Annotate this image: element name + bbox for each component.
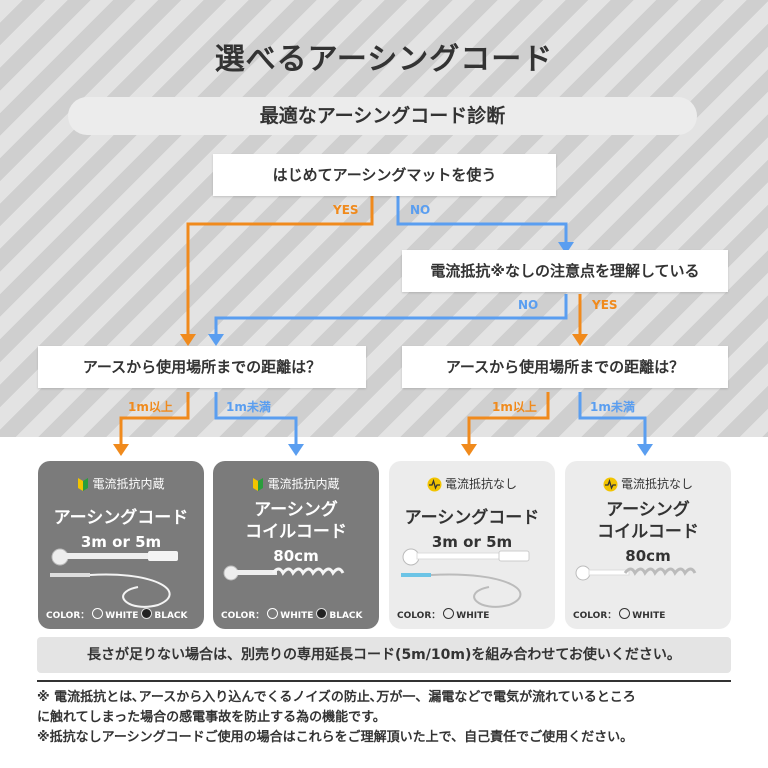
- product-card-cord-no-resistor[interactable]: 電流抵抗なし アーシングコード 3m or 5m COLOR： WHITE: [389, 461, 555, 629]
- diagnosis-title-bar: 最適なアーシングコード診断: [68, 97, 697, 135]
- cord-image: [401, 548, 530, 608]
- extension-cord-note: 長さが足りない場合は、別売りの専用延長コード(5m/10m)を組み合わせてお使い…: [37, 637, 731, 673]
- product-card-coil-resistor[interactable]: 電流抵抗内蔵 アーシング コイルコード 80cm COLOR： WHITE BLAC…: [213, 461, 379, 629]
- footnote-line: ※抵抗なしアーシングコードご使用の場合はこれらをご理解頂いた上で、自己責任でご使…: [37, 730, 634, 745]
- label-right-ge1m: 1m以上: [492, 400, 537, 414]
- product-length: 80cm: [625, 547, 671, 565]
- color-label: COLOR：: [46, 611, 90, 621]
- product-name-line1: アーシング: [254, 500, 338, 520]
- product-length: 3m or 5m: [80, 533, 162, 551]
- footnotes: ※ 電流抵抗とは､アースから入り込んでくるノイズの防止､万が一、漏電などで電気が…: [37, 688, 737, 748]
- footnote-line: に触れてしまった場合の感電事故を防止する為の機能です。: [37, 710, 386, 725]
- white-swatch-icon: [619, 608, 631, 619]
- arrow-no-q2: [214, 294, 568, 336]
- card-tag: 電流抵抗なし: [620, 477, 693, 491]
- color-white: WHITE: [105, 611, 139, 621]
- color-white: WHITE: [632, 611, 666, 621]
- product-length: 80cm: [273, 547, 319, 565]
- cord-image: [50, 548, 178, 608]
- product-length: 3m or 5m: [431, 533, 513, 551]
- question-understand-no-resistance: 電流抵抗※なしの注意点を理解している: [402, 250, 728, 292]
- color-white: WHITE: [456, 611, 490, 621]
- arrow-right-ge1m: [467, 392, 550, 446]
- color-label: COLOR：: [397, 611, 441, 621]
- black-swatch-icon: [141, 608, 153, 619]
- color-white: WHITE: [280, 611, 314, 621]
- product-name-line2: コイルコード: [245, 522, 347, 542]
- product-card-coil-no-resistor[interactable]: 電流抵抗なし アーシング コイルコード 80cm COLOR： WHITE: [565, 461, 731, 629]
- beginner-mark-icon: [78, 478, 89, 491]
- card-tag: 電流抵抗内蔵: [267, 477, 340, 491]
- color-label: COLOR：: [573, 611, 617, 621]
- color-black: BLACK: [154, 611, 188, 621]
- label-q2-yes: YES: [592, 298, 618, 312]
- arrow-yes-q1: [186, 196, 374, 336]
- page-title: 選べるアーシングコード: [214, 42, 554, 77]
- divider: [37, 680, 731, 682]
- warning-pulse-icon: [603, 477, 618, 492]
- label-left-lt1m: 1m未満: [226, 400, 271, 414]
- product-name-line2: コイルコード: [597, 522, 699, 542]
- arrow-right-lt1m: [578, 392, 647, 446]
- label-no: NO: [410, 203, 431, 217]
- coil-cord-image: [575, 565, 697, 581]
- color-black: BLACK: [329, 611, 363, 621]
- warning-pulse-icon: [427, 477, 442, 492]
- product-card-cord-resistor[interactable]: 電流抵抗内蔵 アーシングコード 3m or 5m COLOR： WHITE BLAC…: [38, 461, 204, 629]
- white-swatch-icon: [92, 608, 104, 619]
- label-left-ge1m: 1m以上: [128, 400, 173, 414]
- white-swatch-icon: [443, 608, 455, 619]
- question-first-time: はじめてアーシングマットを使う: [213, 154, 556, 196]
- flow-arrows: [113, 196, 653, 456]
- white-swatch-icon: [267, 608, 279, 619]
- coil-cord-image: [223, 565, 345, 581]
- footnote-line: ※ 電流抵抗とは､アースから入り込んでくるノイズの防止､万が一、漏電などで電気が…: [37, 690, 636, 705]
- color-label: COLOR：: [221, 611, 265, 621]
- card-tag: 電流抵抗なし: [444, 477, 517, 491]
- label-yes: YES: [333, 203, 359, 217]
- label-q2-no: NO: [518, 298, 539, 312]
- product-name-line1: アーシング: [606, 500, 690, 520]
- question-distance-left: アースから使用場所までの距離は？: [38, 346, 366, 388]
- product-name: アーシングコード: [53, 508, 189, 528]
- product-name: アーシングコード: [404, 508, 540, 528]
- label-right-lt1m: 1m未満: [590, 400, 635, 414]
- arrow-left-lt1m: [214, 392, 298, 446]
- arrow-left-ge1m: [119, 392, 190, 446]
- black-swatch-icon: [316, 608, 328, 619]
- card-tag: 電流抵抗内蔵: [92, 477, 165, 491]
- beginner-mark-icon: [253, 478, 264, 491]
- question-distance-right: アースから使用場所までの距離は？: [402, 346, 728, 388]
- arrow-no-q1: [396, 196, 568, 244]
